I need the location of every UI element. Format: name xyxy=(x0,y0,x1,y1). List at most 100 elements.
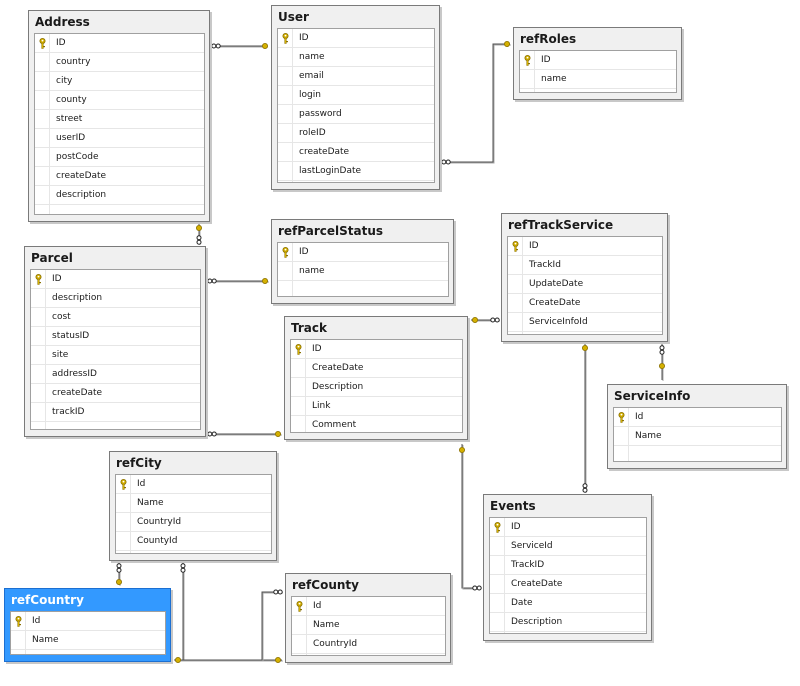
relationship-line-shadow xyxy=(462,445,481,590)
key-icon xyxy=(294,343,303,355)
column-row[interactable]: county xyxy=(35,91,204,110)
column-row[interactable]: Date xyxy=(490,594,646,613)
column-row[interactable]: TrackID xyxy=(490,556,646,575)
row-selector xyxy=(278,262,293,280)
column-row[interactable]: CreateDate xyxy=(291,359,462,378)
row-selector xyxy=(11,650,26,654)
empty-row xyxy=(490,632,646,633)
column-name: country xyxy=(56,57,91,67)
row-selector xyxy=(35,148,50,166)
column-row[interactable]: CountryId xyxy=(116,513,271,532)
column-row[interactable]: Id xyxy=(614,408,781,427)
column-row[interactable]: roleID xyxy=(278,124,434,143)
column-name: site xyxy=(52,350,69,360)
column-row[interactable]: Name xyxy=(292,616,445,635)
column-row[interactable]: login xyxy=(278,86,434,105)
column-row[interactable]: ServiceInfoId xyxy=(508,313,662,332)
column-row[interactable]: name xyxy=(520,70,676,89)
column-row[interactable]: ID xyxy=(520,51,676,70)
column-row[interactable]: country xyxy=(35,53,204,72)
column-name: Comment xyxy=(312,420,357,430)
column-name: addressID xyxy=(52,369,97,379)
table-title: refCity xyxy=(116,456,162,470)
column-row[interactable]: ID xyxy=(278,29,434,48)
column-row[interactable]: cost xyxy=(31,308,200,327)
table-title: refParcelStatus xyxy=(278,224,384,238)
column-name: ID xyxy=(511,522,521,532)
column-row[interactable]: Description xyxy=(490,613,646,632)
column-row[interactable]: ID xyxy=(291,340,462,359)
column-row[interactable]: ID xyxy=(490,518,646,537)
column-row[interactable]: CountryId xyxy=(292,635,445,654)
row-selector xyxy=(490,632,505,633)
empty-row xyxy=(116,551,271,553)
column-row[interactable]: lastLoginDate xyxy=(278,162,434,181)
table-title: refCountry xyxy=(11,593,84,607)
column-row[interactable]: postCode xyxy=(35,148,204,167)
infinity-icon xyxy=(180,563,186,573)
column-row[interactable]: ID xyxy=(508,237,662,256)
column-row[interactable]: city xyxy=(35,72,204,91)
column-row[interactable]: CreateDate xyxy=(508,294,662,313)
key-icon xyxy=(511,240,520,252)
column-row[interactable]: password xyxy=(278,105,434,124)
column-row[interactable]: userID xyxy=(35,129,204,148)
column-row[interactable]: Id xyxy=(292,597,445,616)
column-row[interactable]: ID xyxy=(31,270,200,289)
column-row[interactable]: ServiceId xyxy=(490,537,646,556)
column-row[interactable]: trackID xyxy=(31,403,200,422)
column-row[interactable]: Name xyxy=(116,494,271,513)
column-name: Name xyxy=(313,620,340,630)
column-row[interactable]: description xyxy=(31,289,200,308)
column-row[interactable]: name xyxy=(278,48,434,67)
column-row[interactable]: addressID xyxy=(31,365,200,384)
column-name: CountryId xyxy=(137,517,182,527)
column-row[interactable]: Name xyxy=(11,631,165,650)
row-selector xyxy=(292,654,307,655)
row-selector xyxy=(35,53,50,71)
column-row[interactable]: ID xyxy=(278,243,448,262)
column-row[interactable]: CountyId xyxy=(116,532,271,551)
column-row[interactable]: TrackId xyxy=(508,256,662,275)
column-row[interactable]: Comment xyxy=(291,416,462,432)
column-row[interactable]: createDate xyxy=(278,143,434,162)
column-row[interactable]: statusID xyxy=(31,327,200,346)
row-selector xyxy=(490,537,505,555)
column-row[interactable]: CreateDate xyxy=(490,575,646,594)
column-row[interactable]: site xyxy=(31,346,200,365)
row-selector xyxy=(278,143,293,161)
column-row[interactable]: Link xyxy=(291,397,462,416)
column-row[interactable]: createDate xyxy=(31,384,200,403)
column-row[interactable]: name xyxy=(278,262,448,281)
column-row[interactable]: Id xyxy=(116,475,271,494)
column-row[interactable]: street xyxy=(35,110,204,129)
column-row[interactable]: Name xyxy=(614,427,781,446)
row-selector xyxy=(520,70,535,88)
row-selector xyxy=(278,67,293,85)
column-row[interactable]: Id xyxy=(11,612,165,631)
column-row[interactable]: description xyxy=(35,186,204,205)
column-row[interactable]: email xyxy=(278,67,434,86)
row-selector xyxy=(278,86,293,104)
column-name: createDate xyxy=(299,147,350,157)
column-row[interactable]: Description xyxy=(291,378,462,397)
column-name: ID xyxy=(541,55,551,65)
row-selector xyxy=(614,408,629,426)
column-row[interactable]: ID xyxy=(35,34,204,53)
column-row[interactable]: UpdateDate xyxy=(508,275,662,294)
column-row[interactable]: createDate xyxy=(35,167,204,186)
